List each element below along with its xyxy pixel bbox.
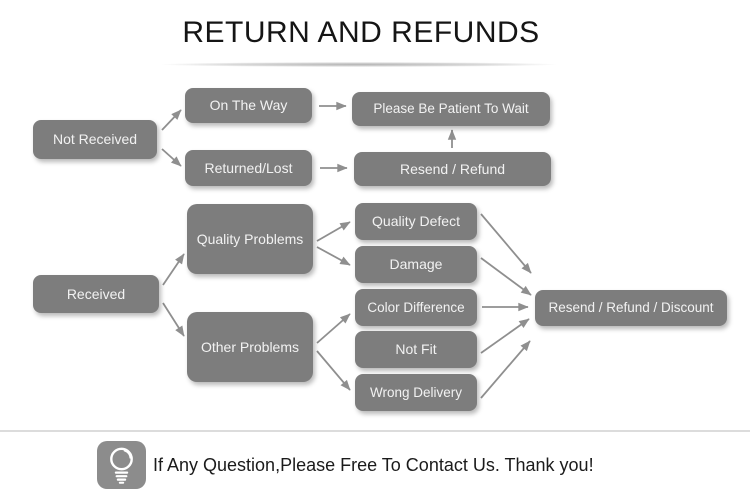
node-not-received: Not Received: [33, 120, 157, 159]
node-quality-problems: Quality Problems: [187, 204, 313, 274]
edge-quality-problems-quality-defect: [316, 221, 351, 242]
node-resend-refund: Resend / Refund: [354, 152, 551, 186]
node-resend-refund-discount: Resend / Refund / Discount: [535, 290, 727, 326]
edge-not-received-on-the-way: [161, 109, 182, 131]
node-quality-defect: Quality Defect: [355, 203, 477, 240]
node-returned-lost: Returned/Lost: [185, 150, 312, 186]
footer-note: If Any Question,Please Free To Contact U…: [153, 454, 594, 475]
page-title: RETURN AND REFUNDS: [182, 16, 540, 49]
node-wrong-delivery: Wrong Delivery: [355, 374, 477, 411]
edge-received-quality-problems: [162, 253, 185, 286]
edge-not-received-returned-lost: [161, 148, 182, 167]
node-color-difference: Color Difference: [355, 289, 477, 326]
edge-damage-discount: [480, 257, 532, 296]
edge-other-problems-color-difference: [316, 313, 351, 344]
node-on-the-way: On The Way: [185, 88, 312, 123]
footer-divider: [0, 430, 750, 432]
title-underline: [160, 62, 558, 67]
node-other-problems: Other Problems: [187, 312, 313, 382]
node-received: Received: [33, 275, 159, 313]
lightbulb-icon: [97, 441, 146, 489]
node-not-fit: Not Fit: [355, 331, 477, 368]
edge-received-other-problems: [162, 302, 185, 337]
edge-other-problems-wrong-delivery: [316, 350, 351, 391]
edge-quality-defect-discount: [480, 213, 532, 274]
edge-quality-problems-damage: [316, 246, 351, 266]
node-damage: Damage: [355, 246, 477, 283]
edge-wrong-delivery-discount: [480, 340, 531, 399]
node-please-be-patient: Please Be Patient To Wait: [352, 92, 550, 126]
edge-not-fit-discount: [480, 318, 530, 354]
